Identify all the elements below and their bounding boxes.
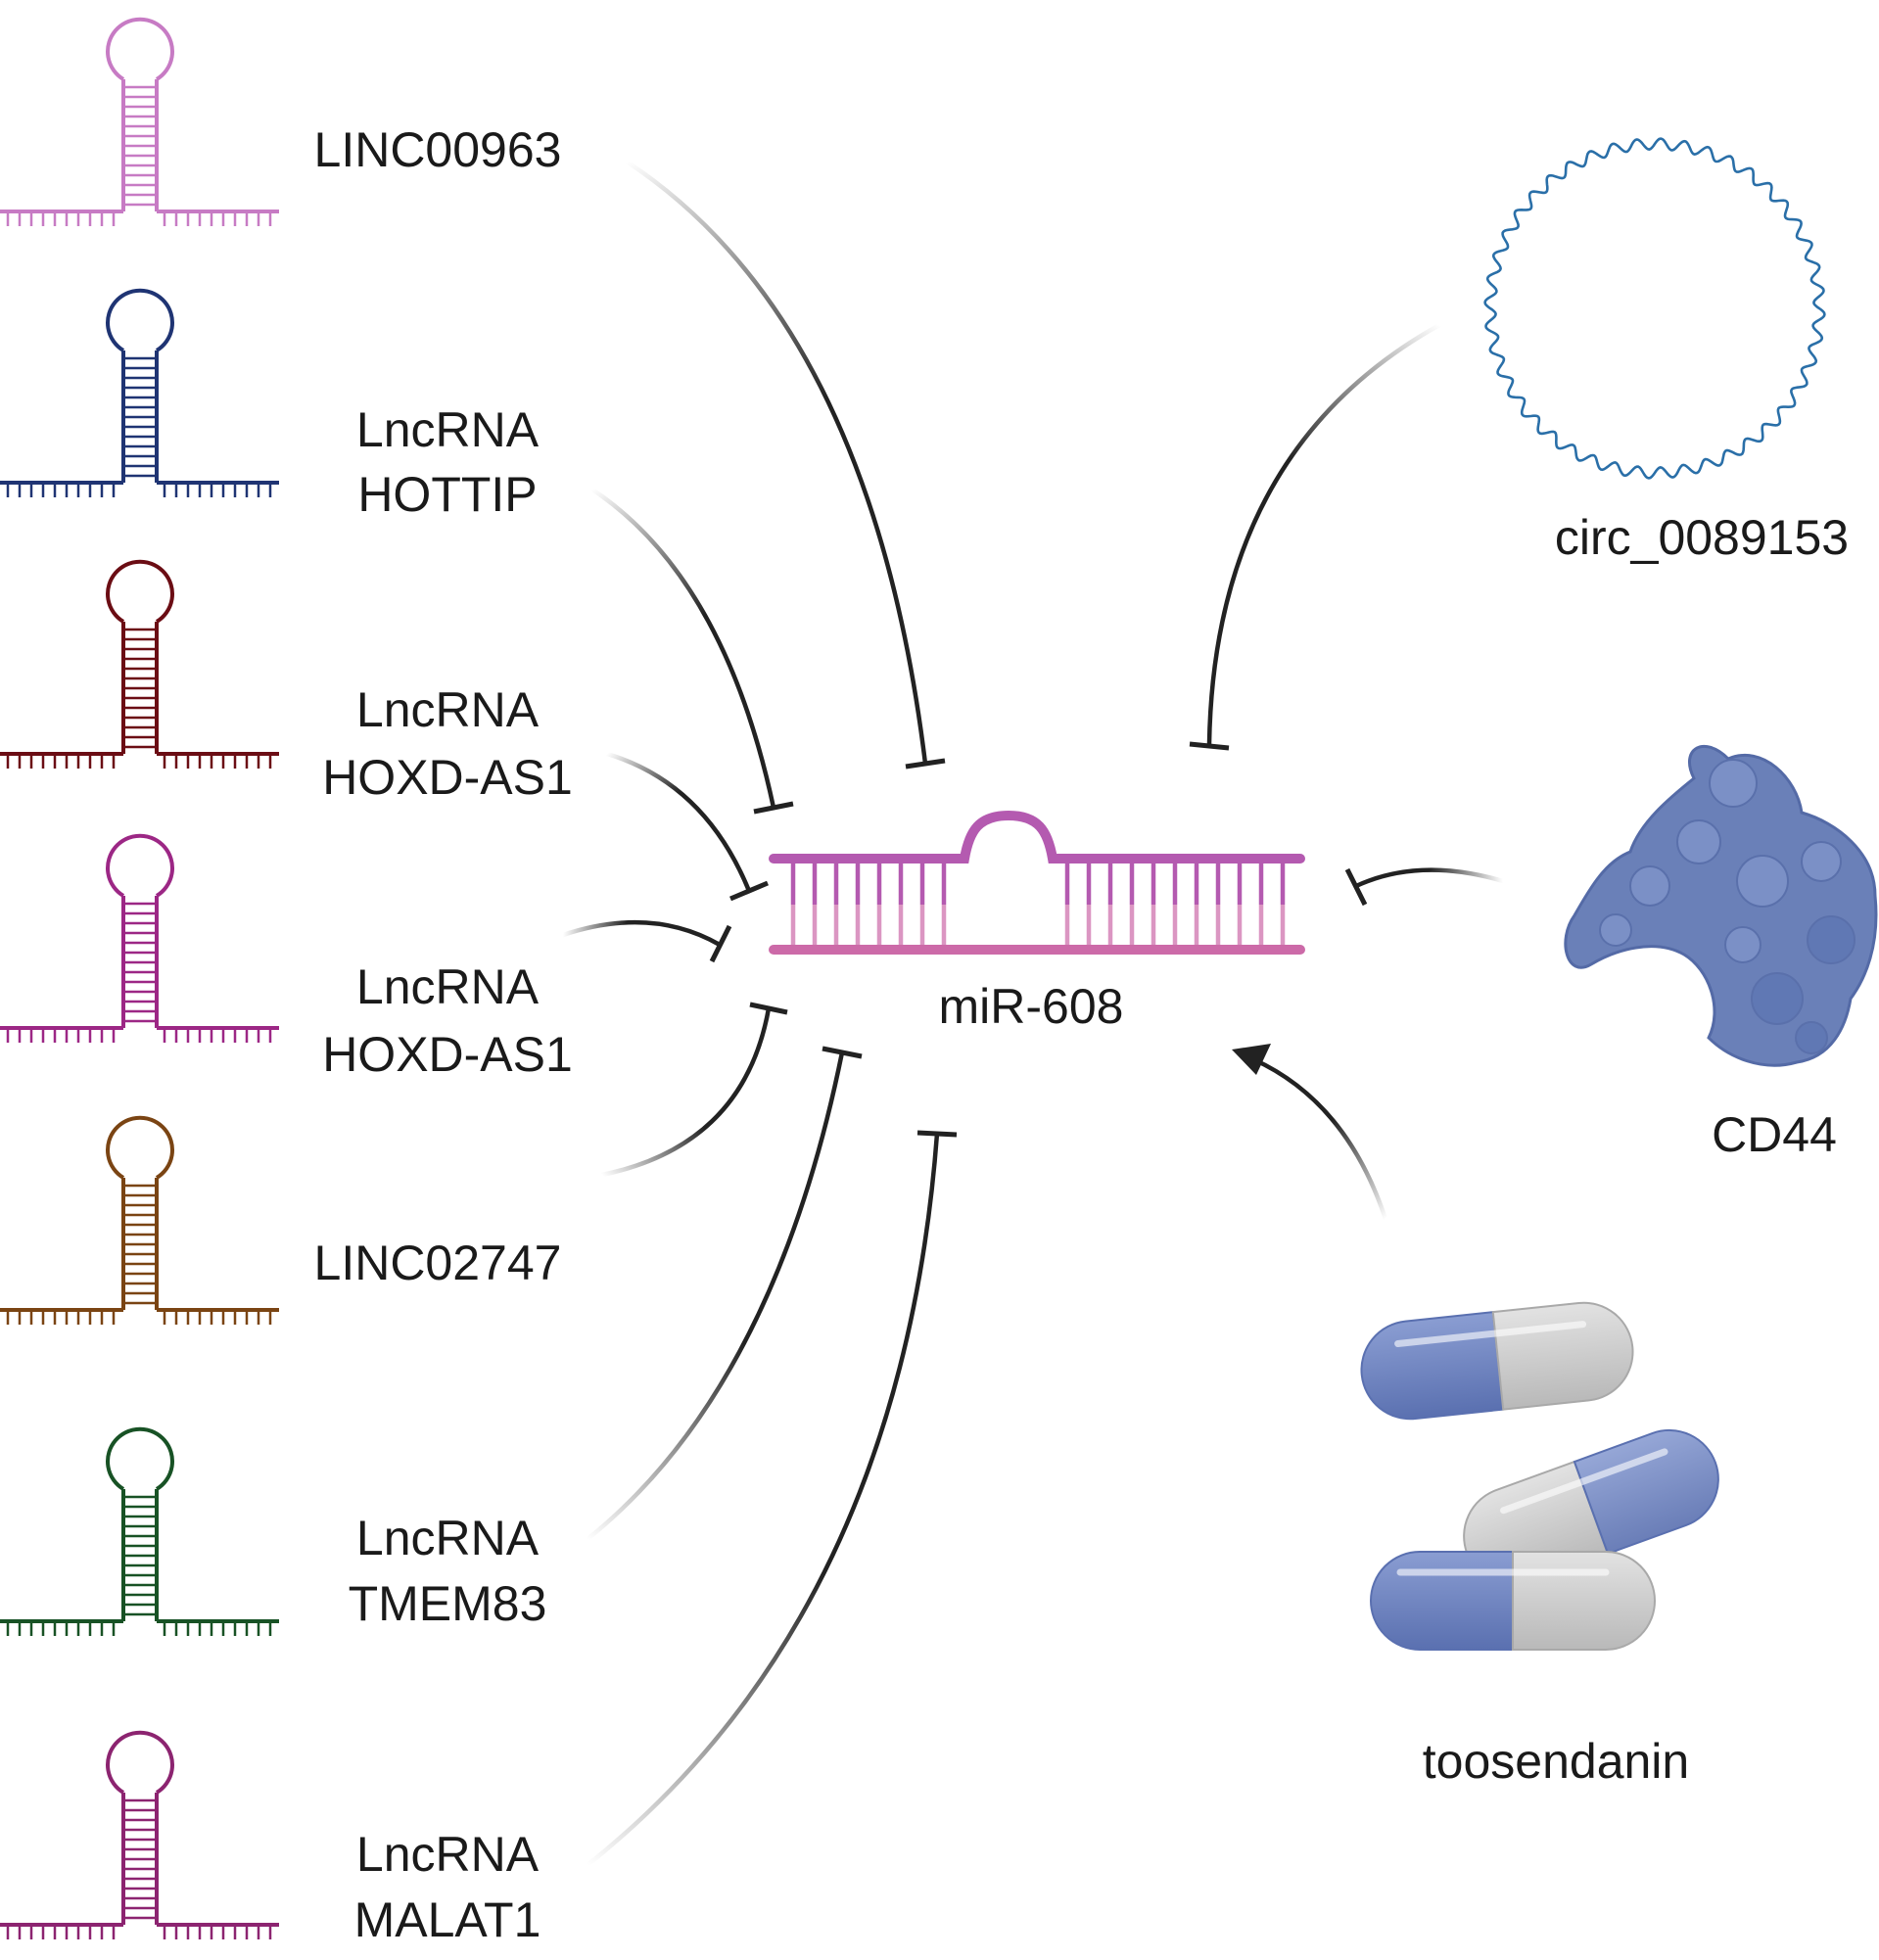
lncrna-hairpin-icon: [0, 1426, 279, 1636]
regulator-label-hoxd-as1-b: LncRNA HOXD-AS1: [322, 959, 573, 1082]
regulator-label-linc02747: LINC02747: [314, 1236, 562, 1290]
label-line: LncRNA: [356, 402, 540, 457]
label-line: MALAT1: [354, 1892, 541, 1947]
regulator-label-hottip: LncRNA HOTTIP: [356, 402, 540, 522]
protein-label: CD44: [1712, 1107, 1837, 1162]
edge-hoxd-as1-b: [560, 919, 732, 963]
circular-rna-icon: [1483, 137, 1826, 480]
mirna-duplex-icon: [769, 810, 1305, 955]
protein-icon: [1564, 745, 1878, 1067]
edge-hoxd-as1-a: [604, 751, 769, 902]
lncrna-hairpin-icon: [0, 1115, 279, 1325]
regulator-label-hoxd-as1-a: LncRNA HOXD-AS1: [322, 682, 573, 805]
lncrna-hairpin-icon: [0, 559, 279, 769]
lncrna-hairpin-icon: [0, 17, 279, 226]
lncrna-icon-column: [0, 17, 279, 1939]
label-line: LINC02747: [314, 1236, 562, 1290]
lncrna-hairpin-icon: [0, 833, 279, 1043]
activation-arrowhead: [1232, 1044, 1271, 1075]
label-line: HOXD-AS1: [322, 1027, 573, 1082]
edge-tmem83: [585, 1046, 863, 1542]
label-line: TMEM83: [349, 1576, 547, 1631]
edge-circ-0089153: [1189, 322, 1442, 751]
label-line: HOTTIP: [357, 467, 537, 522]
drug-label: toosendanin: [1423, 1734, 1689, 1789]
label-line: LncRNA: [356, 682, 540, 737]
regulator-label-linc00963: LINC00963: [314, 122, 562, 177]
lncrna-hairpin-icon: [0, 288, 279, 497]
mirna-top-strand: [769, 810, 1305, 863]
regulator-label-malat1: LncRNA MALAT1: [354, 1827, 541, 1947]
circ-label: circ_0089153: [1555, 510, 1849, 565]
regulator-label-tmem83: LncRNA TMEM83: [349, 1511, 547, 1631]
label-line: LncRNA: [356, 1827, 540, 1882]
edge-toosendanin: [1232, 1044, 1388, 1222]
edge-linc00963: [624, 159, 946, 770]
center-label: miR-608: [939, 979, 1124, 1034]
edge-malat1: [585, 1130, 958, 1868]
edge-hottip: [589, 487, 794, 815]
label-line: HOXD-AS1: [322, 750, 573, 805]
label-line: LINC00963: [314, 122, 562, 177]
edge-cd44: [1344, 867, 1506, 907]
capsule-pills-icon: [1360, 1301, 1719, 1651]
lncrna-hairpin-icon: [0, 1730, 279, 1939]
label-line: LncRNA: [356, 959, 540, 1014]
label-line: LncRNA: [356, 1511, 540, 1565]
edge-linc02747: [599, 1002, 788, 1178]
